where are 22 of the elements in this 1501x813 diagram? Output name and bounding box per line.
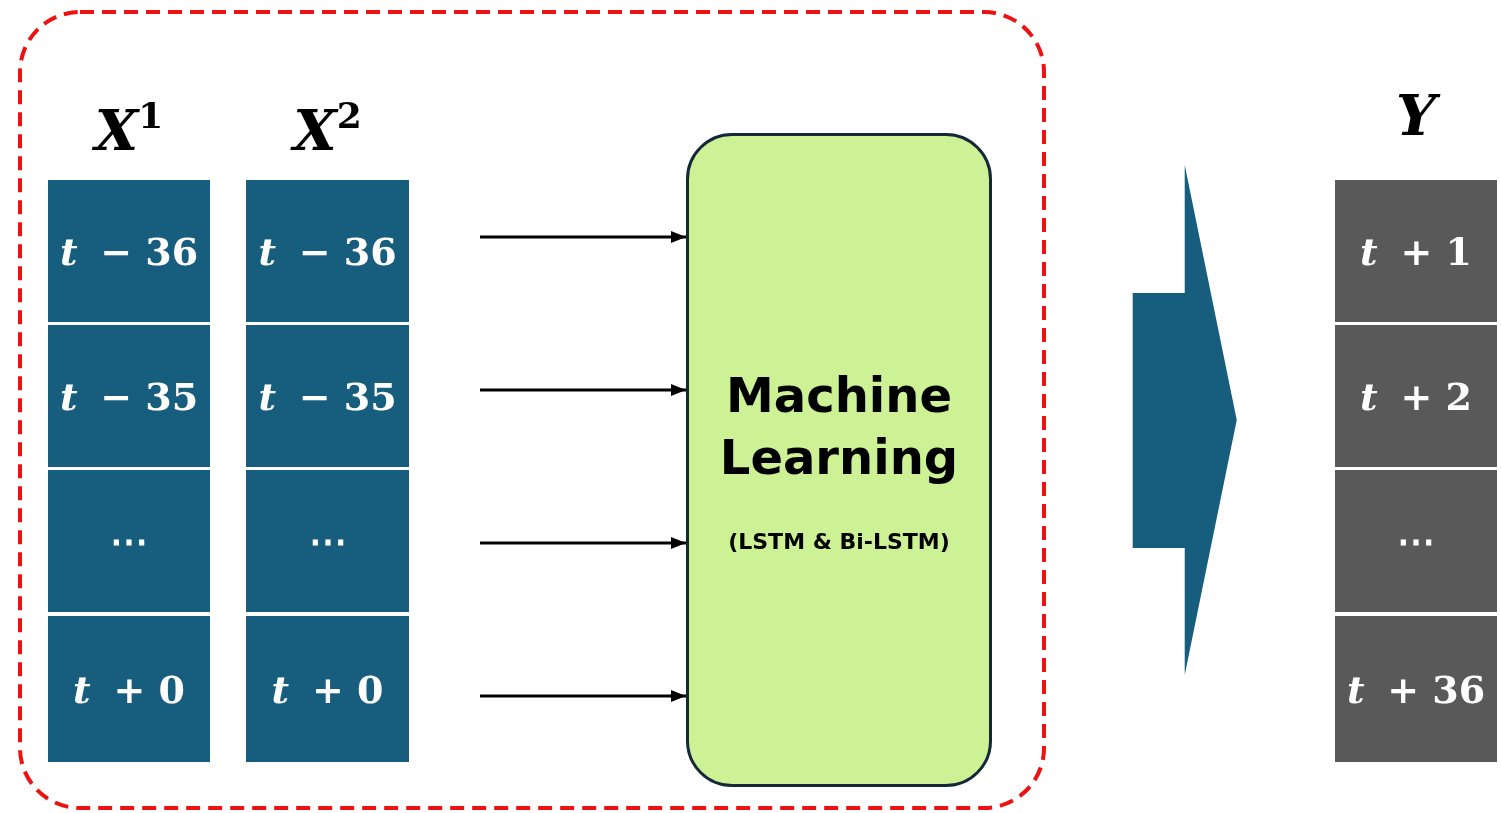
time-step-cell: ⋯	[246, 470, 409, 612]
time-step-cell: t + 0	[48, 616, 210, 762]
time-step-cell: ⋯	[48, 470, 210, 612]
time-step-cell: t + 0	[246, 616, 409, 762]
arrow	[480, 537, 686, 549]
time-step-cell: t + 36	[1335, 616, 1497, 762]
model-note: (LSTM & Bi-LSTM)	[727, 528, 951, 556]
variable-heading: X$^{1}$	[91, 93, 165, 165]
time-step-cell: t − 36	[48, 180, 210, 322]
variable-heading: Y	[1335, 80, 1497, 150]
process-box	[686, 133, 992, 787]
time-step-cell: t + 1	[1335, 180, 1497, 322]
time-step-cell: t − 35	[48, 325, 210, 467]
arrow	[480, 690, 686, 702]
time-step-cell: t − 36	[246, 180, 409, 322]
arrow	[480, 384, 686, 396]
time-step-cell: ⋯	[1335, 470, 1497, 612]
arrow	[480, 231, 686, 243]
time-step-cell: t + 2	[1335, 325, 1497, 467]
time-step-cell: t − 35	[246, 325, 409, 467]
variable-heading: X$^{2}$	[246, 80, 409, 165]
process-title: Machine Learning	[718, 366, 960, 487]
